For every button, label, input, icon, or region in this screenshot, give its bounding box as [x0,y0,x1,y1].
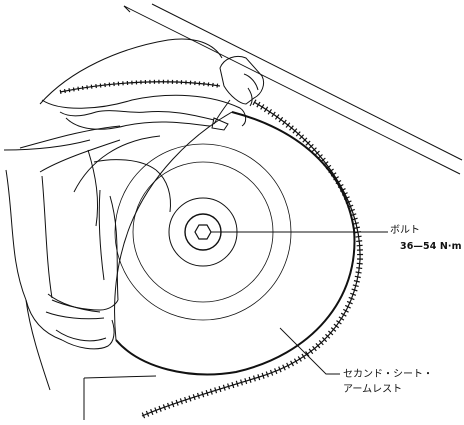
armrest-label-line2: アームレスト [343,384,403,395]
armrest-leader-line [279,327,340,375]
hatched-cut-lines [59,79,364,419]
leader-lines [211,231,388,375]
armrest-label-line1: セカンド・シート・ [343,369,433,380]
seat-frame-edges [123,3,463,175]
armrest-bracket [211,55,265,131]
bolt-torque-spec: 36—54 N·m [400,241,462,252]
seat-upholstery-outline [3,38,247,420]
armrest-cover [114,111,233,341]
armrest-rim-arc [115,111,356,376]
bolt-label: ボルト [390,225,420,236]
bolt-hex-socket [194,224,212,240]
